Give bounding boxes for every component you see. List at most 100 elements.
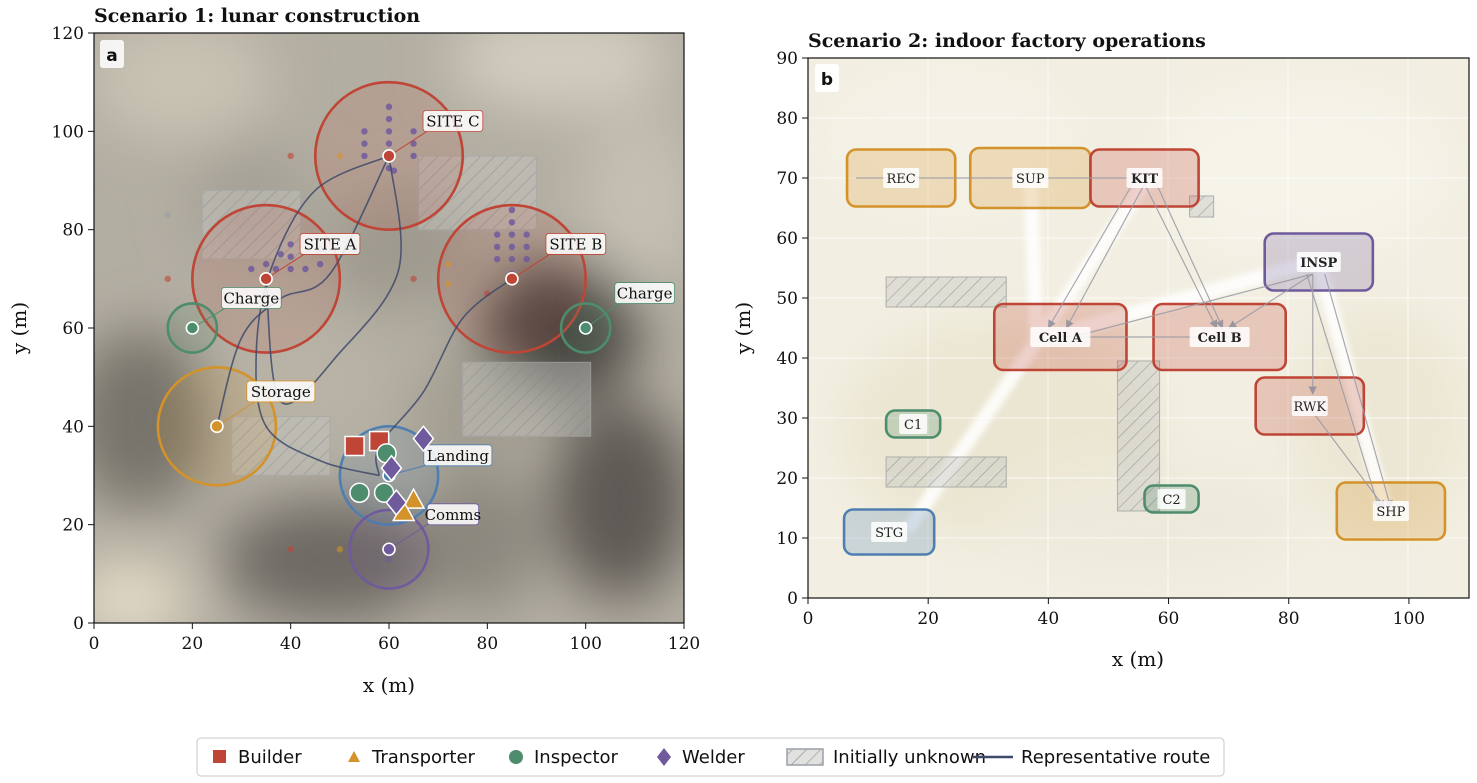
unknown-region-1 bbox=[417, 155, 538, 231]
task-point-5 bbox=[410, 128, 417, 135]
faint-point-9 bbox=[410, 275, 417, 283]
y-tick-label: 80 bbox=[62, 221, 84, 241]
route-0 bbox=[265, 155, 402, 405]
zone-label-box bbox=[221, 287, 282, 309]
zone-label-1: SUP bbox=[1012, 168, 1049, 188]
route-3 bbox=[216, 155, 390, 427]
zone-label-text: SITE B bbox=[549, 235, 602, 253]
zone-label-box bbox=[1030, 327, 1091, 347]
zone-label-text: REC bbox=[887, 172, 916, 187]
zone-label-box bbox=[1126, 168, 1163, 188]
zone-leader-2 bbox=[511, 249, 557, 280]
task-point-23 bbox=[508, 219, 516, 226]
task-point-21 bbox=[277, 251, 285, 258]
panel-a-title: Scenario 1: lunar construction bbox=[94, 5, 420, 27]
zone-label-text: STG bbox=[875, 526, 903, 541]
y-tick-label: 40 bbox=[776, 349, 798, 369]
zone-label-text: Storage bbox=[251, 383, 311, 401]
zone-label-0: REC bbox=[883, 168, 920, 188]
zone-label-text: KIT bbox=[1131, 172, 1158, 187]
task-point-29 bbox=[493, 243, 501, 251]
zone-label-7: Comms bbox=[425, 503, 481, 526]
zone-center-2 bbox=[505, 272, 519, 286]
corridor-2 bbox=[1311, 255, 1392, 515]
task-point-31 bbox=[493, 255, 501, 263]
unknown-region-0 bbox=[885, 276, 1007, 308]
zone-label-text: Charge bbox=[617, 285, 673, 303]
x-tick-label: 40 bbox=[1038, 609, 1060, 629]
panel-a: Scenario 1: lunar construction SITE CSIT… bbox=[7, 5, 700, 697]
zone-label-box bbox=[899, 414, 928, 434]
zone-center-5 bbox=[210, 419, 224, 434]
x-tick-label: 60 bbox=[1158, 609, 1180, 629]
legend-label: Builder bbox=[238, 747, 302, 768]
zone-label-box bbox=[1189, 327, 1250, 347]
zone-label-6: Landing bbox=[423, 444, 493, 467]
task-point-22 bbox=[508, 206, 516, 214]
y-tick-label: 120 bbox=[52, 24, 84, 44]
zone-label-text: C1 bbox=[904, 418, 922, 433]
zone-label-4: Charge bbox=[614, 282, 675, 304]
faint-point-4 bbox=[444, 260, 452, 268]
legend-diamond bbox=[657, 748, 671, 766]
y-tick-label: 60 bbox=[62, 319, 84, 339]
corridor-0 bbox=[1023, 171, 1044, 341]
y-tick-label: 20 bbox=[776, 469, 798, 489]
zone-label-text: Charge bbox=[223, 290, 279, 308]
y-tick-label: 90 bbox=[776, 49, 798, 69]
flow-3 bbox=[1155, 183, 1224, 329]
task-point-0 bbox=[385, 103, 393, 110]
zone-label-1: SITE A bbox=[299, 233, 361, 255]
flow-5 bbox=[1071, 273, 1313, 340]
task-point-30 bbox=[523, 243, 530, 251]
legend-item-hatch: Initially unknown bbox=[786, 747, 986, 768]
zone-label-box bbox=[871, 522, 908, 542]
faint-point-10 bbox=[164, 211, 171, 219]
zone-center-7 bbox=[382, 542, 396, 557]
task-point-13 bbox=[287, 253, 294, 260]
zone-label-4: Cell A bbox=[1030, 327, 1091, 347]
corridor-3 bbox=[1053, 255, 1320, 341]
legend-label: Initially unknown bbox=[833, 747, 986, 768]
zone-label-box bbox=[883, 168, 920, 188]
route-1 bbox=[255, 155, 390, 477]
zone-label-box bbox=[1291, 396, 1328, 416]
zone-label-box bbox=[422, 110, 484, 132]
task-point-10 bbox=[410, 152, 417, 160]
y-tick-label: 10 bbox=[776, 529, 798, 549]
zone-label-text: Cell A bbox=[1039, 331, 1083, 346]
zone-label-text: Landing bbox=[427, 447, 490, 465]
panel-b-label-box: b bbox=[815, 64, 839, 92]
zone-label-box bbox=[426, 503, 480, 526]
x-tick-label: 120 bbox=[668, 634, 700, 654]
x-tick-label: 40 bbox=[280, 634, 302, 654]
x-tick-label: 100 bbox=[1393, 609, 1425, 629]
unknown-region-1 bbox=[885, 456, 1007, 488]
robot-transporter-2 bbox=[401, 487, 426, 509]
zone-label-text: RWK bbox=[1293, 400, 1326, 415]
y-tick-label: 0 bbox=[73, 614, 84, 634]
zone-label-box bbox=[1296, 252, 1341, 272]
legend-item-square: Builder bbox=[213, 747, 302, 768]
y-tick-label: 80 bbox=[776, 109, 798, 129]
x-tick-label: 80 bbox=[1278, 609, 1300, 629]
zone-leader-4 bbox=[585, 299, 625, 329]
faint-point-2 bbox=[336, 152, 344, 160]
task-point-24 bbox=[508, 231, 516, 238]
unknown-region-2 bbox=[1116, 360, 1161, 512]
task-point-2 bbox=[385, 128, 393, 135]
x-tick-label: 60 bbox=[378, 634, 400, 654]
legend-label: Transporter bbox=[371, 747, 476, 768]
zone-leader-5 bbox=[216, 397, 262, 427]
flow-4 bbox=[1047, 183, 1134, 329]
zone-label-text: SITE A bbox=[304, 235, 357, 253]
x-tick-label: 0 bbox=[89, 634, 100, 654]
task-point-27 bbox=[493, 231, 501, 238]
legend-circle bbox=[509, 750, 523, 764]
zone-label-2: SITE B bbox=[545, 233, 607, 255]
legend-item-triangle: Transporter bbox=[348, 747, 476, 768]
zone-label-text: C2 bbox=[1162, 493, 1180, 508]
faint-point-7 bbox=[336, 546, 344, 553]
